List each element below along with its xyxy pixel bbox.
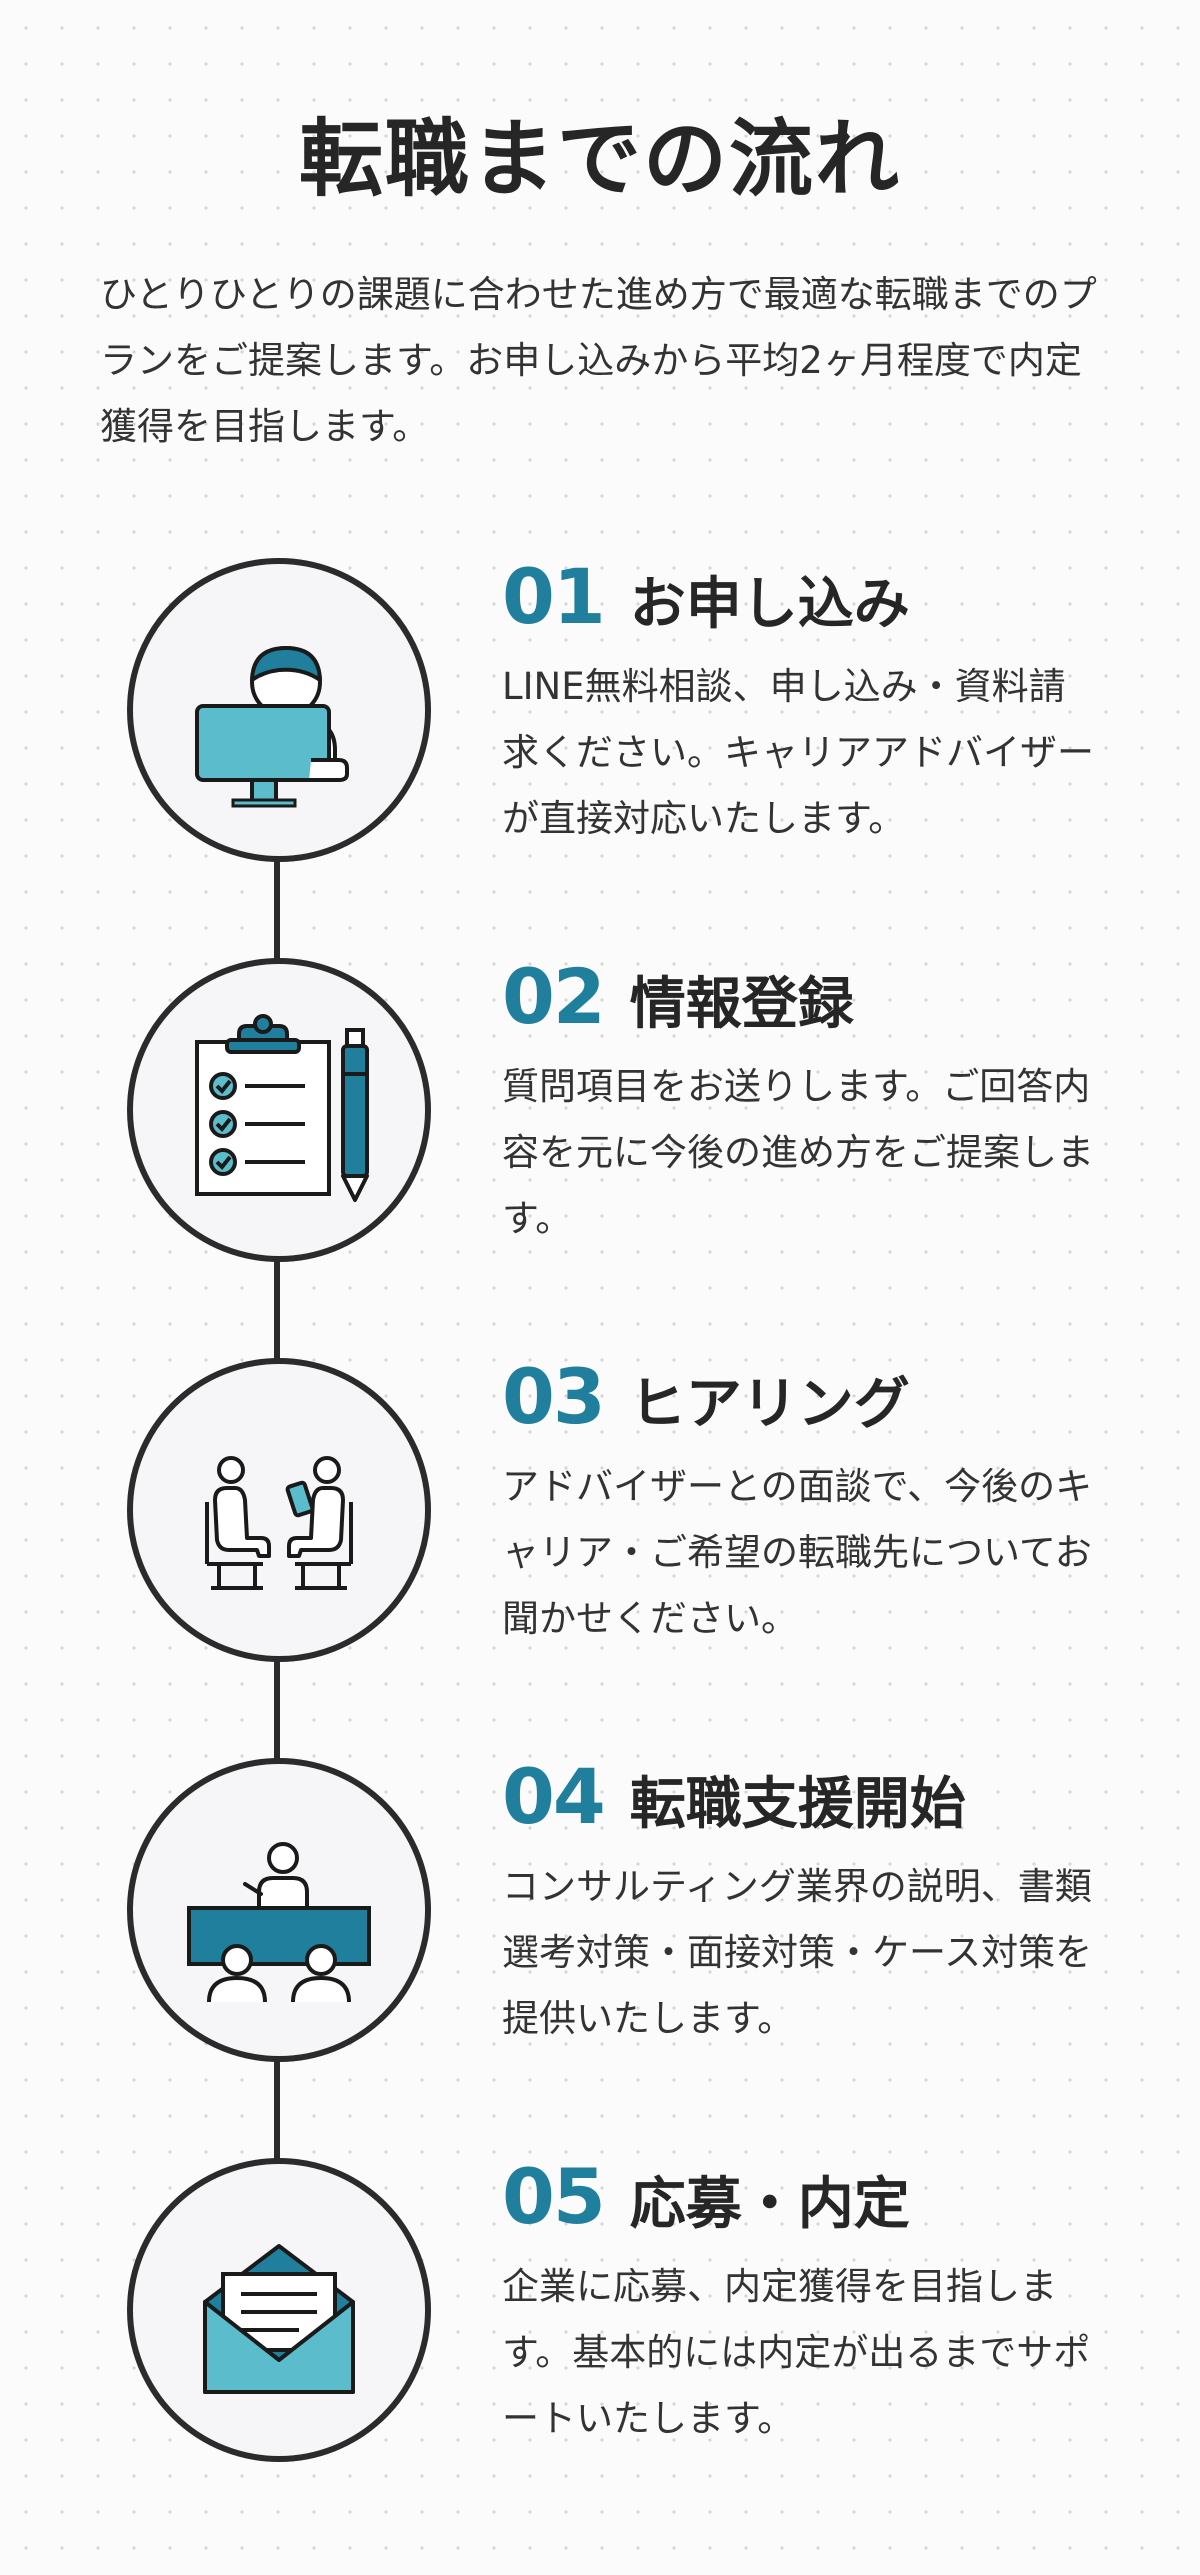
- step-title: 転職支援開始: [629, 1772, 966, 1837]
- seminar-icon: [187, 1842, 371, 2003]
- step-03: 03 ヒアリング アドバイザーとの面談で、今後のキャリア・ご希望の転職先について…: [502, 1352, 1102, 1652]
- computer-user-icon: [195, 646, 349, 808]
- step-title: ヒアリング: [629, 1372, 910, 1437]
- step-01-circle: [127, 558, 431, 862]
- step-title: 情報登録: [629, 972, 854, 1037]
- step-02-circle: [127, 958, 431, 1262]
- step-03-circle: [127, 1358, 431, 1662]
- clipboard-checklist-icon: [195, 1014, 369, 1202]
- step-description: アドバイザーとの面談で、今後のキャリア・ご希望の転職先についてお聞かせください。: [502, 1465, 1093, 1640]
- step-05-circle: [127, 2158, 431, 2462]
- step-number: 01: [502, 552, 606, 641]
- step-number: 05: [502, 2152, 606, 2241]
- step-01: 01 お申し込み LINE無料相談、申し込み・資料請求ください。キャリアアドバイ…: [502, 552, 1102, 852]
- step-description: コンサルティング業界の説明、書類選考対策・面接対策・ケース対策を提供いたします。: [502, 1865, 1093, 2040]
- step-title: 応募・内定: [629, 2172, 910, 2237]
- step-04-circle: [127, 1758, 431, 2062]
- step-number: 03: [502, 1352, 606, 1441]
- step-04: 04 転職支援開始 コンサルティング業界の説明、書類選考対策・面接対策・ケース対…: [502, 1752, 1102, 2052]
- intro-text: ひとりひとりの課題に合わせた進め方で最適な転職までのプランをご提案します。お申し…: [100, 273, 1097, 448]
- step-description: LINE無料相談、申し込み・資料請求ください。キャリアアドバイザーが直接対応いた…: [502, 665, 1094, 840]
- step-description: 企業に応募、内定獲得を目指します。基本的には内定が出るまでサポートいたします。: [502, 2265, 1091, 2440]
- step-title: お申し込み: [629, 572, 910, 637]
- envelope-letter-icon: [203, 2244, 355, 2394]
- interview-icon: [205, 1456, 353, 1590]
- step-02: 02 情報登録 質問項目をお送りします。ご回答内容を元に今後の進め方をご提案しま…: [502, 952, 1102, 1252]
- page-title: 転職までの流れ: [298, 110, 901, 208]
- step-05: 05 応募・内定 企業に応募、内定獲得を目指します。基本的には内定が出るまでサポ…: [502, 2152, 1102, 2452]
- step-description: 質問項目をお送りします。ご回答内容を元に今後の進め方をご提案します。: [502, 1065, 1094, 1240]
- step-number: 02: [502, 952, 606, 1041]
- step-number: 04: [502, 1752, 606, 1841]
